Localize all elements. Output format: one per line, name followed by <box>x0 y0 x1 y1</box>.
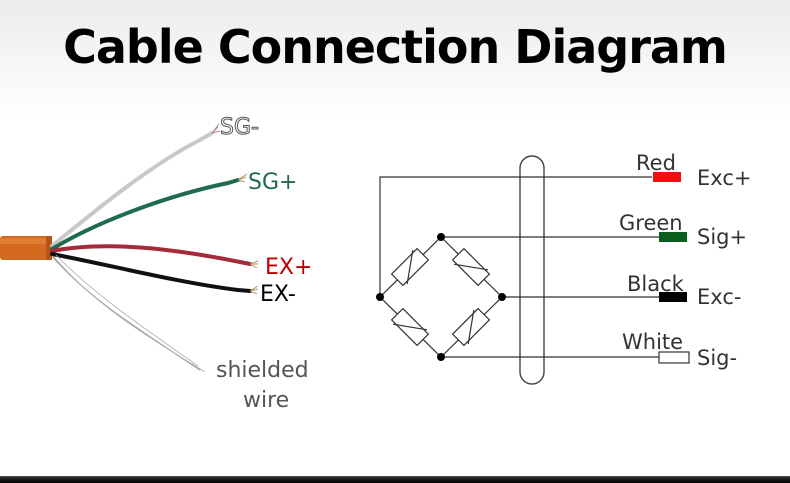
swatch-white <box>658 351 690 364</box>
label-shielded: shielded <box>216 358 309 383</box>
label-red: Red <box>636 151 676 175</box>
label-exc-plus: Exc+ <box>697 166 751 190</box>
resistor-top-right <box>451 247 491 287</box>
node-right <box>498 293 506 301</box>
label-exc-minus: Exc- <box>697 285 741 309</box>
wire-sg-minus <box>50 131 214 248</box>
wire-shield <box>51 255 201 371</box>
node-top <box>437 233 445 241</box>
bridge-schematic <box>376 155 690 385</box>
label-sig-plus: Sig+ <box>697 225 747 249</box>
exc-plus-line <box>379 176 652 297</box>
label-green: Green <box>619 211 683 235</box>
label-wire: wire <box>243 388 289 413</box>
wire-ex-minus <box>50 252 252 293</box>
swatch-red <box>653 172 681 182</box>
label-white: White <box>622 330 683 354</box>
resistor-bottom-left <box>390 307 430 347</box>
schematic-labels: Red Exc+ Green Sig+ Black Exc- White Sig… <box>619 151 751 370</box>
swatch-black <box>659 292 687 302</box>
label-sig-minus: Sig- <box>697 346 737 370</box>
bottom-rule <box>0 476 790 483</box>
label-ex-plus: EX+ <box>265 255 312 280</box>
wire-sg-plus <box>50 178 240 251</box>
node-left <box>376 293 384 301</box>
label-sg-minus: SG- <box>220 115 259 140</box>
resistor-top-left <box>390 247 430 287</box>
swatch-green <box>659 232 687 242</box>
cable-illustration: SG- SG+ EX+ EX- shielded wire <box>0 115 312 413</box>
wire-ex-plus <box>50 244 252 266</box>
shield-outline <box>519 155 545 385</box>
label-sg-plus: SG+ <box>248 170 297 195</box>
node-bottom <box>437 353 445 361</box>
page-title: Cable Connection Diagram <box>63 20 728 74</box>
bridge-diamond <box>379 236 503 358</box>
resistor-bottom-right <box>451 307 491 347</box>
label-black: Black <box>627 272 685 296</box>
label-ex-minus: EX- <box>260 282 296 307</box>
